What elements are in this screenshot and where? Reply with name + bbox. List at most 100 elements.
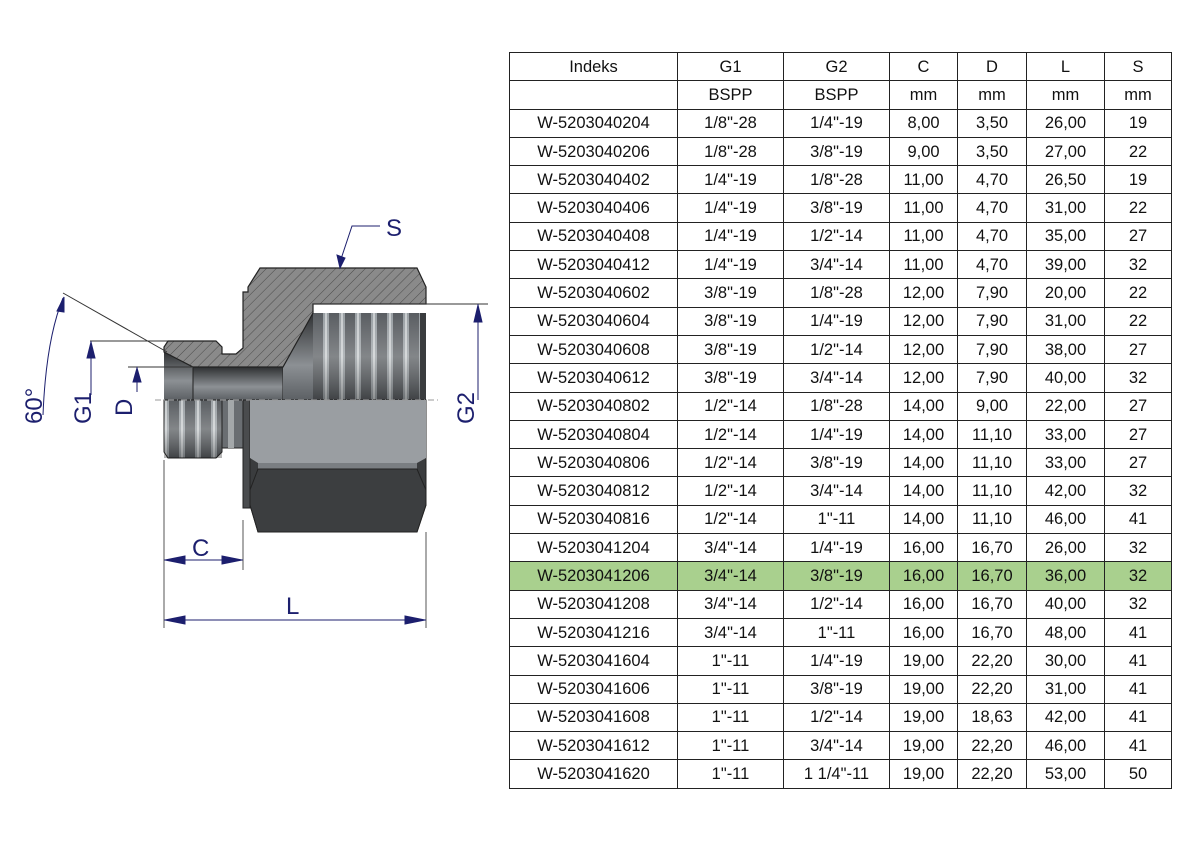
dimensions: S G2 G1 D 60° C L <box>21 215 488 628</box>
cell-index: W-5203040408 <box>509 221 678 252</box>
cell-d: 7,90 <box>957 278 1027 308</box>
cell-c: 8,00 <box>889 108 958 138</box>
label-s: S <box>386 215 402 242</box>
cell-g1: 1/2"-14 <box>677 448 784 478</box>
cell-g1: 3/4"-14 <box>677 617 784 648</box>
cell-s: 41 <box>1104 702 1172 733</box>
cell-g2: 3/8"-19 <box>783 136 890 167</box>
cell-g1: 1/2"-14 <box>677 504 784 535</box>
cell-g2: 1/4"-19 <box>783 419 890 450</box>
cell-c: 16,00 <box>889 617 958 648</box>
cell-l: 22,00 <box>1026 391 1105 421</box>
cell-g1: 1/8"-28 <box>677 108 784 138</box>
cell-c: 19,00 <box>889 646 958 676</box>
cell-g2: 1/4"-19 <box>783 533 890 563</box>
cell-c: 11,00 <box>889 250 958 280</box>
cell-l: 33,00 <box>1026 448 1105 478</box>
cell-g2: G2 <box>783 51 890 82</box>
cell-g1: 1"-11 <box>677 702 784 733</box>
cell-d: 7,90 <box>957 334 1027 365</box>
cell-index: W-5203040206 <box>509 136 678 167</box>
cell-g2: 3/8"-19 <box>783 193 890 223</box>
cell-g1: 3/8"-19 <box>677 363 784 393</box>
cell-g1: G1 <box>677 51 784 82</box>
cell-d: 4,70 <box>957 221 1027 252</box>
cell-c: 14,00 <box>889 504 958 535</box>
cell-index: W-5203040602 <box>509 278 678 308</box>
cell-index: W-5203040802 <box>509 391 678 421</box>
cell-d: 16,70 <box>957 617 1027 648</box>
cell-index: W-5203041204 <box>509 533 678 563</box>
cell-c: 14,00 <box>889 476 958 506</box>
cell-c: 16,00 <box>889 589 958 619</box>
cell-c: 12,00 <box>889 278 958 308</box>
cell-s: 19 <box>1104 108 1172 138</box>
cell-d: 7,90 <box>957 363 1027 393</box>
cell-index: W-5203040612 <box>509 363 678 393</box>
cell-g1: 1"-11 <box>677 731 784 761</box>
cell-g1: 1/2"-14 <box>677 391 784 421</box>
cell-l: 40,00 <box>1026 589 1105 619</box>
cell-c: 11,00 <box>889 165 958 195</box>
cell-s: 32 <box>1104 533 1172 563</box>
cell-d: 9,00 <box>957 391 1027 421</box>
cell-s: 27 <box>1104 334 1172 365</box>
cell-s: 22 <box>1104 306 1172 336</box>
label-d: D <box>111 399 138 416</box>
cell-l: 53,00 <box>1026 759 1105 789</box>
cell-g1: 1/4"-19 <box>677 221 784 252</box>
cell-c: 16,00 <box>889 561 958 591</box>
cell-l: 42,00 <box>1026 702 1105 733</box>
cell-g1: 3/4"-14 <box>677 533 784 563</box>
cell-c: 11,00 <box>889 193 958 223</box>
cell-index: W-5203040812 <box>509 476 678 506</box>
cell-g1: 1/4"-19 <box>677 193 784 223</box>
cell-s: 27 <box>1104 448 1172 478</box>
cell-g1: 1/2"-14 <box>677 419 784 450</box>
cell-g2: 1/2"-14 <box>783 221 890 252</box>
cell-c: 9,00 <box>889 136 958 167</box>
cell-index: W-5203040804 <box>509 419 678 450</box>
cell-d: 11,10 <box>957 504 1027 535</box>
cell-g2: 3/8"-19 <box>783 561 890 591</box>
cell-l: 46,00 <box>1026 504 1105 535</box>
cell-d: 22,20 <box>957 759 1027 789</box>
cell-l: 42,00 <box>1026 476 1105 506</box>
cell-s: 41 <box>1104 617 1172 648</box>
cell-index: W-5203041206 <box>509 561 678 591</box>
cell-l: 27,00 <box>1026 136 1105 167</box>
cell-g2: 1/8"-28 <box>783 278 890 308</box>
cell-d: 16,70 <box>957 533 1027 563</box>
cell-d: 4,70 <box>957 193 1027 223</box>
cell-g1: 3/4"-14 <box>677 589 784 619</box>
cell-d: 4,70 <box>957 250 1027 280</box>
cell-c: 14,00 <box>889 448 958 478</box>
cell-g1: 1/2"-14 <box>677 476 784 506</box>
cell-g1: 3/8"-19 <box>677 278 784 308</box>
cell-g2: 3/4"-14 <box>783 731 890 761</box>
cell-index: W-5203041216 <box>509 617 678 648</box>
cell-index: W-5203040608 <box>509 334 678 365</box>
cell-c: 19,00 <box>889 702 958 733</box>
cell-d: 11,10 <box>957 476 1027 506</box>
cell-s: 32 <box>1104 589 1172 619</box>
cell-s: 41 <box>1104 504 1172 535</box>
cell-index: Indeks <box>509 51 678 82</box>
cell-l: 26,00 <box>1026 533 1105 563</box>
cell-index: W-5203041208 <box>509 589 678 619</box>
cell-g1: BSPP <box>677 80 784 110</box>
cell-g2: 1/8"-28 <box>783 391 890 421</box>
cell-d: D <box>957 51 1027 82</box>
cell-d: 11,10 <box>957 419 1027 450</box>
cell-l: 31,00 <box>1026 193 1105 223</box>
